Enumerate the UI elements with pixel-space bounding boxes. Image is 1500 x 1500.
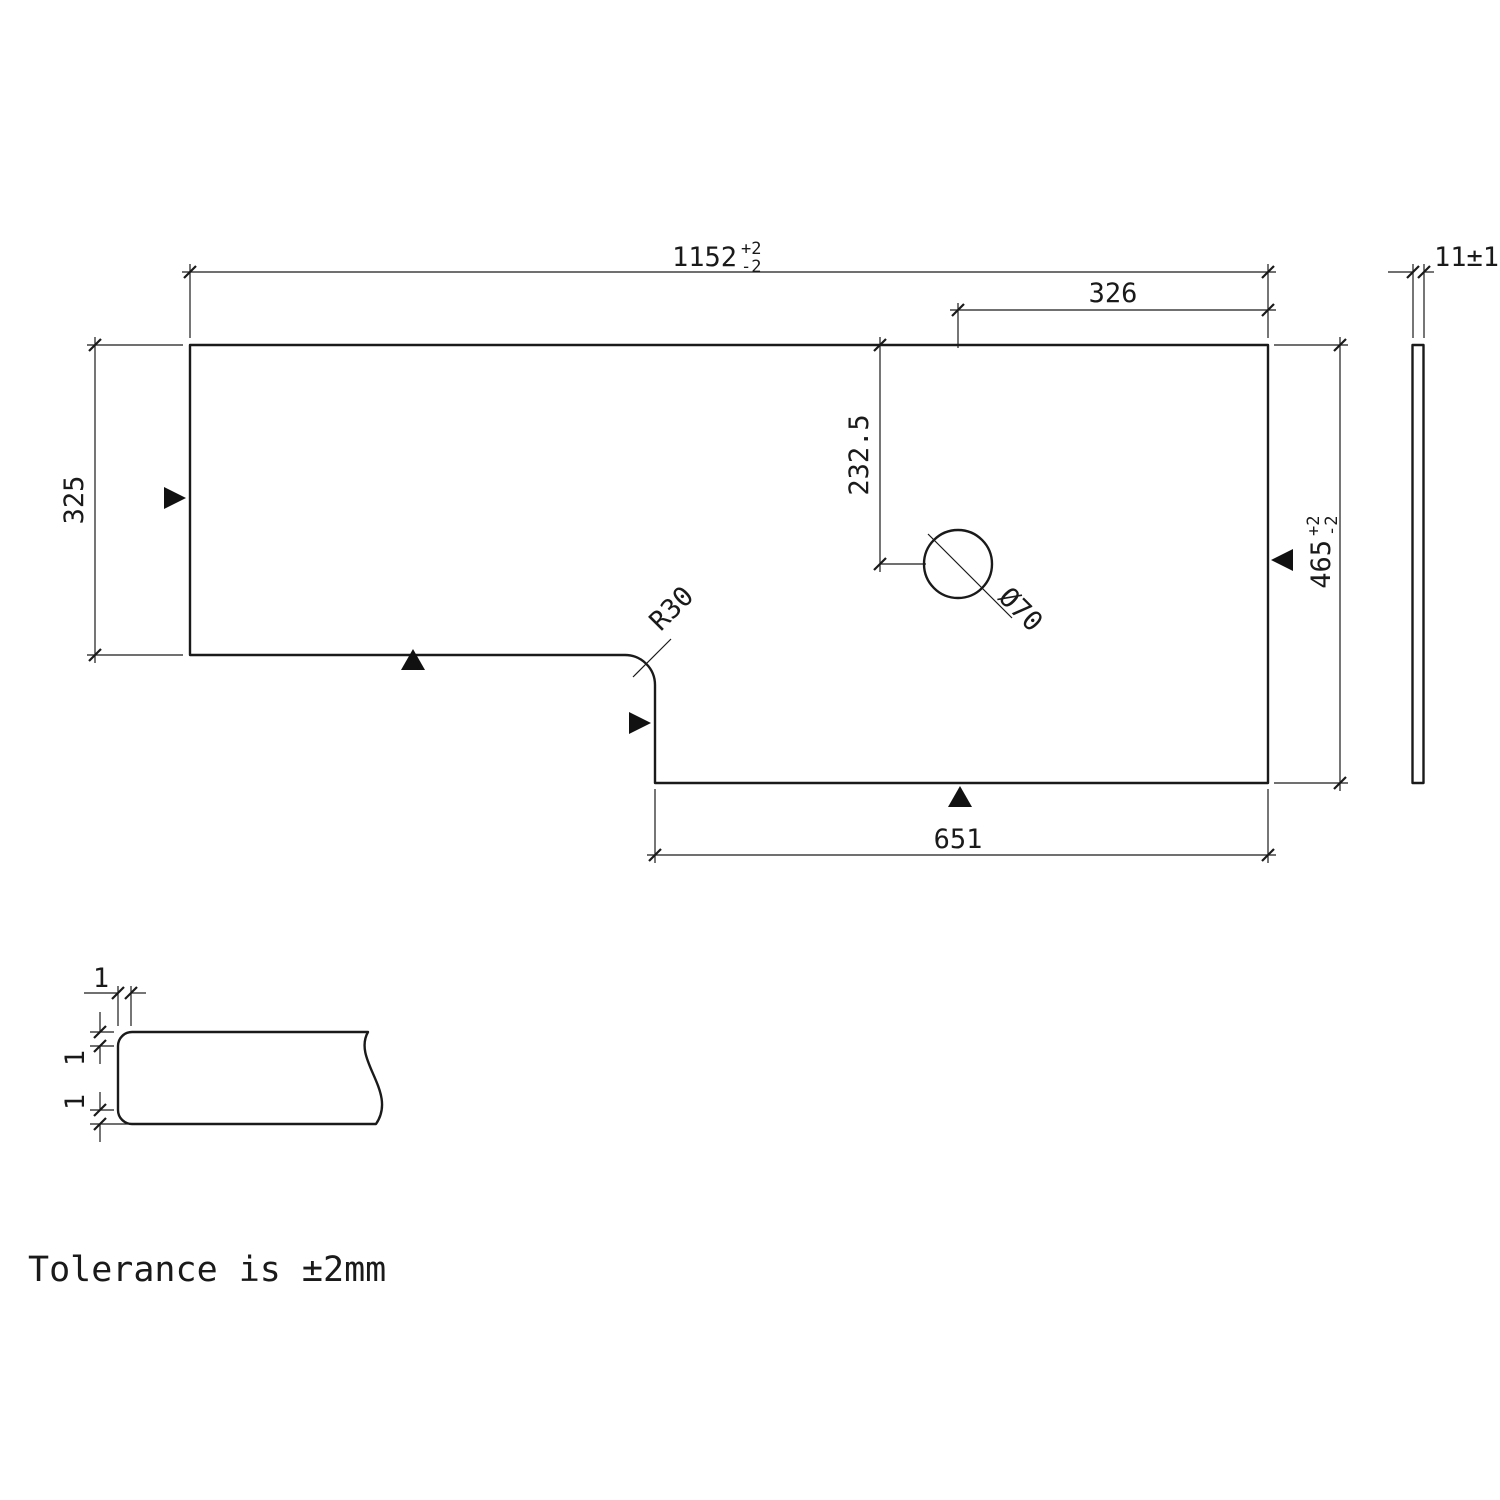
finish-mark-right-edge-icon (1271, 549, 1293, 571)
tick-mark-icon (93, 1025, 107, 1039)
dim-hole-offset-x: 326 (950, 278, 1276, 348)
leader-line (632, 638, 672, 678)
tick-mark-icon (88, 338, 102, 352)
dim-hole-offset-y: 232.5 (844, 337, 926, 572)
tick-mark-icon (873, 338, 887, 352)
dim-overall-width-tol-upper: +2 (741, 239, 761, 259)
tick-mark-icon (951, 303, 965, 317)
dim-hole-offset-x-value: 326 (1089, 278, 1138, 309)
tick-mark-icon (88, 648, 102, 662)
dim-left-height-value: 325 (59, 476, 90, 525)
finish-mark-bottom-left-edge-icon (401, 649, 425, 670)
tick-mark-icon (1261, 265, 1275, 279)
finish-mark-left-edge-icon (164, 487, 186, 509)
edge-detail-outline (116, 1030, 384, 1126)
tolerance-note: Tolerance is ±2mm (28, 1250, 386, 1290)
dim-thickness-value: 11±1 (1434, 242, 1499, 273)
dim-right-height-tol-upper: +2 (1304, 516, 1324, 536)
dim-left-height: 325 (59, 337, 183, 663)
tick-mark-icon (1333, 338, 1347, 352)
dim-right-height: 465 +2 -2 (1274, 337, 1348, 791)
dim-edge-top: 1 (84, 963, 146, 1026)
dim-edge-upper-value: 1 (60, 1050, 91, 1066)
dim-bottom-width-value: 651 (934, 824, 983, 855)
dim-right-height-value: 465 (1306, 540, 1337, 589)
plan-view-outline (188, 343, 1270, 785)
tick-mark-icon (1406, 265, 1420, 279)
hole-diameter-value: Ø70 (992, 582, 1048, 638)
tick-mark-icon (111, 986, 125, 1000)
tick-mark-icon (1333, 776, 1347, 790)
tick-mark-icon (93, 1117, 107, 1131)
tick-mark-icon (93, 1103, 107, 1117)
dim-overall-width: 1152 +2 -2 (182, 239, 1276, 338)
tick-mark-icon (124, 986, 138, 1000)
dim-edge-top-value: 1 (93, 963, 109, 994)
dim-overall-width-tol-lower: -2 (741, 257, 761, 277)
dim-edge-lower-value: 1 (60, 1094, 91, 1110)
tick-mark-icon (183, 265, 197, 279)
edge-detail-view: 1 1 1 (60, 963, 384, 1142)
tick-mark-icon (648, 848, 662, 862)
finish-mark-bottom-right-edge-icon (948, 786, 972, 807)
dim-overall-width-value: 1152 (672, 242, 737, 273)
tick-mark-icon (1261, 303, 1275, 317)
tick-mark-icon (93, 1039, 107, 1053)
dim-hole-offset-y-value: 232.5 (844, 414, 875, 495)
dim-bottom-width: 651 (647, 789, 1276, 863)
corner-radius-value: R30 (644, 581, 700, 637)
finish-mark-step-edge-icon (629, 712, 651, 734)
tick-mark-icon (1417, 265, 1431, 279)
side-view: 11±1 (1388, 242, 1499, 785)
dim-right-height-tol-lower: -2 (1322, 516, 1342, 536)
leader-line (927, 533, 1013, 619)
tick-mark-icon (1261, 848, 1275, 862)
dim-edge-lower: 1 (60, 1092, 128, 1142)
side-view-outline (1411, 343, 1425, 785)
tick-mark-icon (873, 557, 887, 571)
dim-edge-upper: 1 (60, 1012, 114, 1066)
leader-corner-radius: R30 (632, 581, 700, 678)
